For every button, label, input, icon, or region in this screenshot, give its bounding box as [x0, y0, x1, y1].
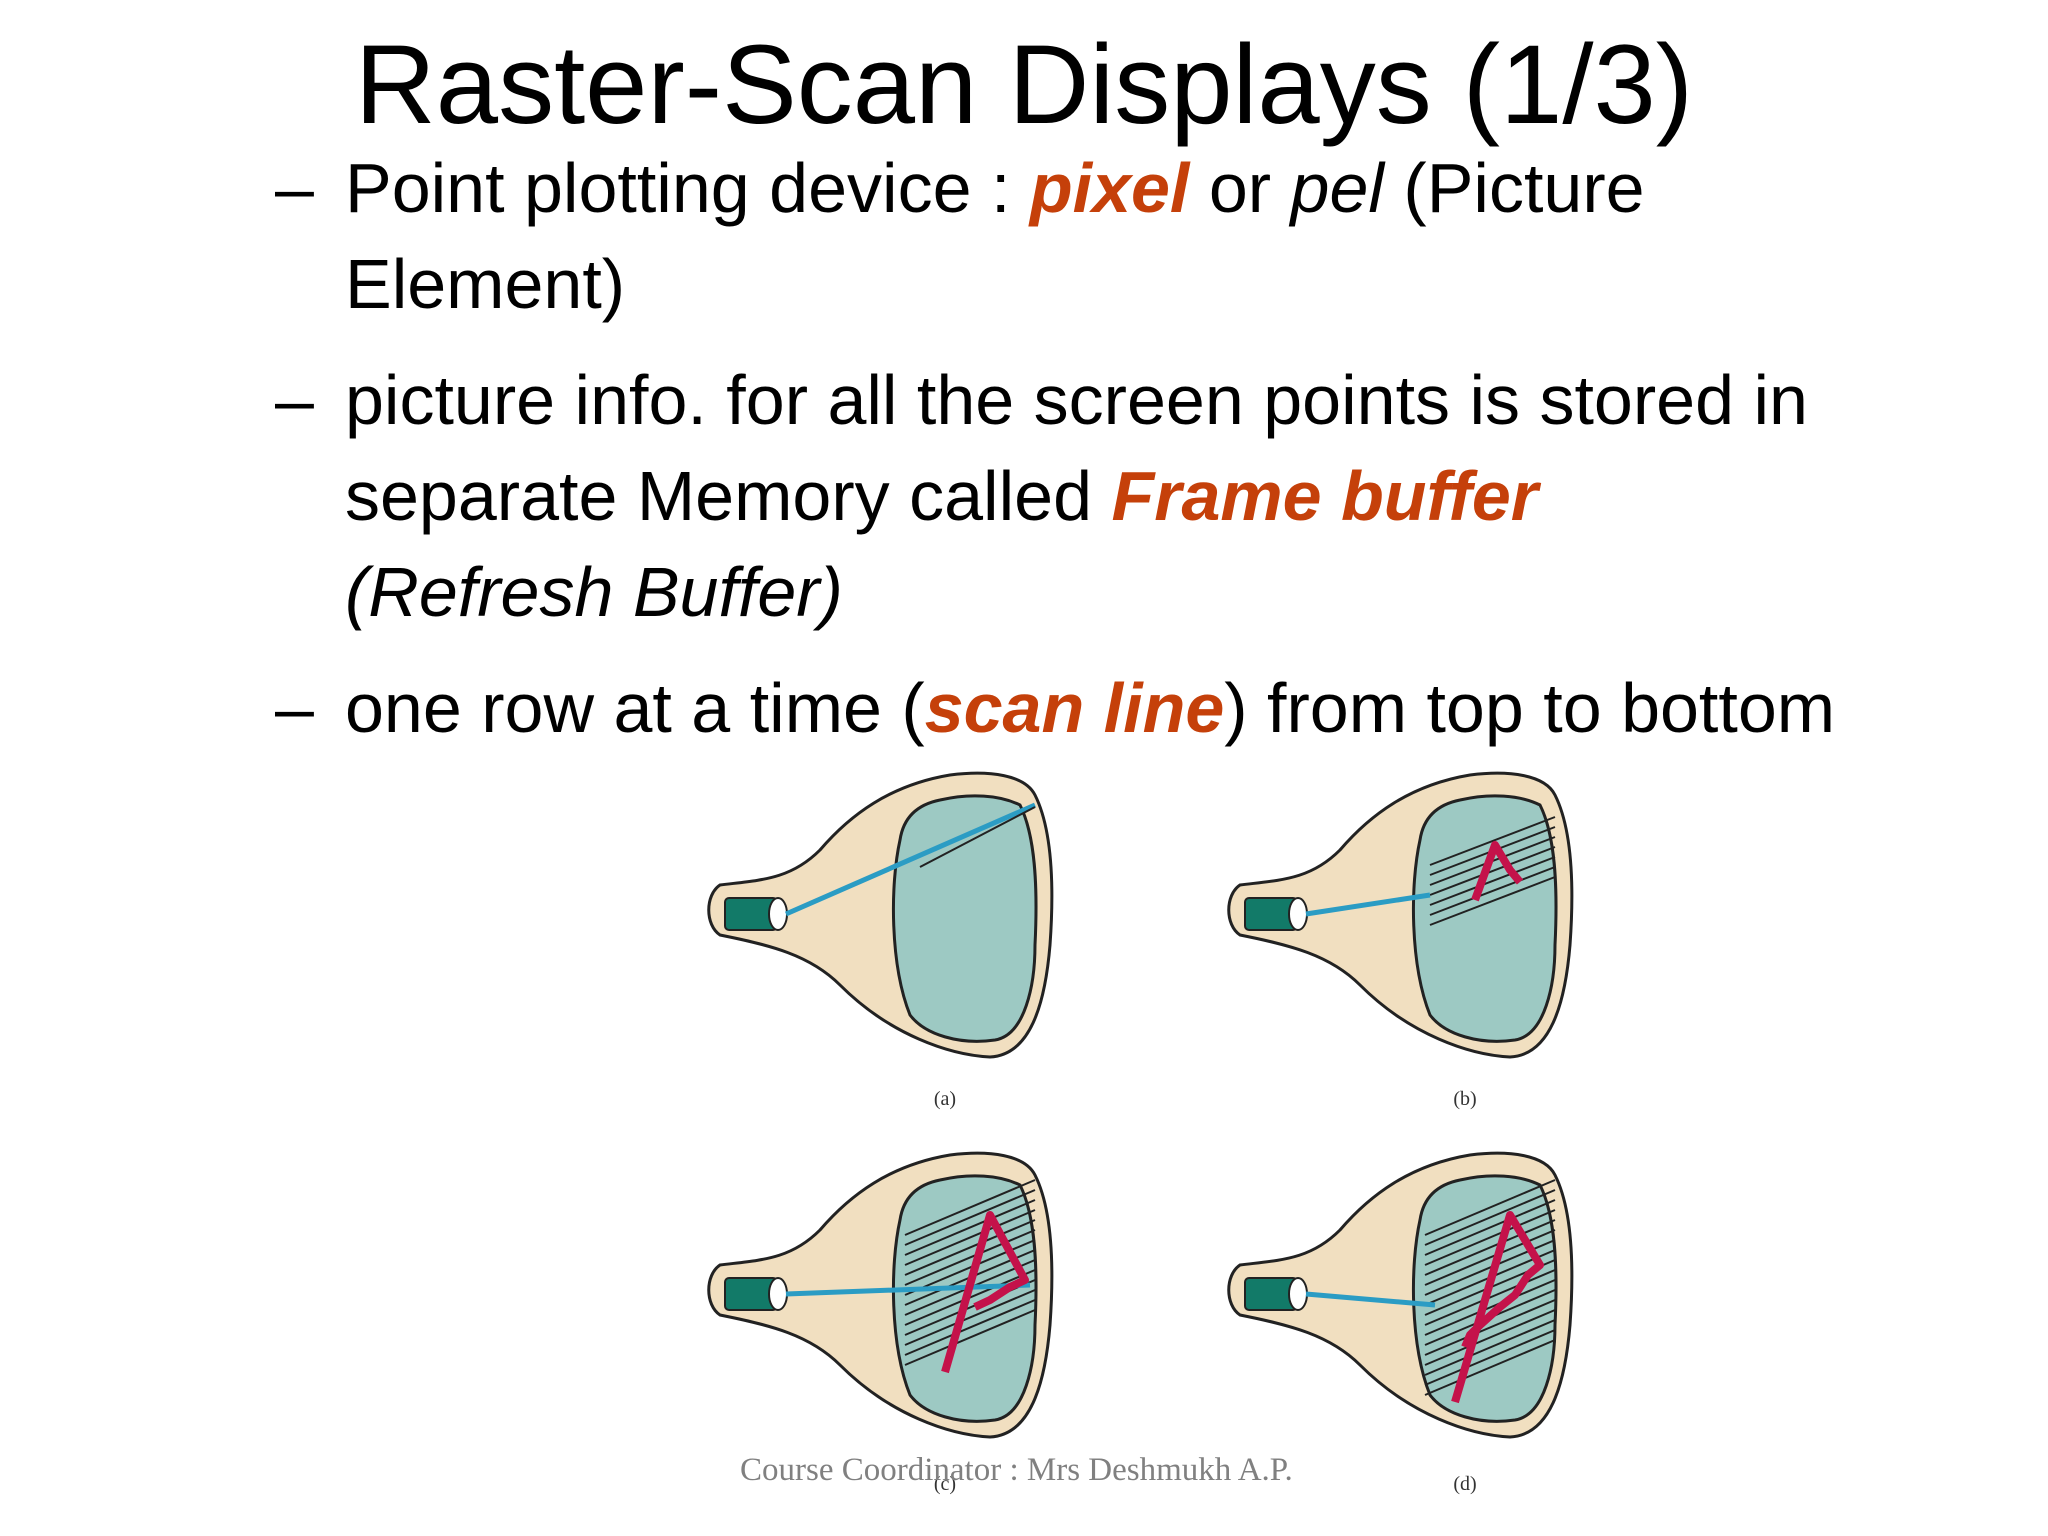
figure-label-a: (a)	[934, 1088, 956, 1110]
figure-label-b: (b)	[1453, 1088, 1476, 1110]
bullet-dash: –	[275, 149, 314, 227]
crt-figure-d: (d)	[1227, 1151, 1574, 1495]
bullet-text: or	[1189, 149, 1291, 227]
bullet-frame-buffer: – picture info. for all the screen point…	[275, 352, 1875, 640]
scan-lines	[1429, 816, 1556, 926]
term-refresh-buffer: (Refresh Buffer)	[345, 553, 843, 631]
highlight-pixel: pixel	[1029, 149, 1190, 227]
bullet-text: Point plotting device :	[345, 149, 1030, 227]
footer-course-coordinator: Course Coordinator : Mrs Deshmukh A.P.	[740, 1452, 1293, 1488]
bullet-text: one row at a time (	[345, 669, 925, 747]
figure-label-c: (c)	[934, 1473, 956, 1495]
bullet-list: – Point plotting device : pixel or pel (…	[275, 140, 1875, 776]
bullet-pixel: – Point plotting device : pixel or pel (…	[275, 140, 1875, 332]
highlight-frame-buffer: Frame buffer	[1111, 457, 1539, 535]
crt-figures: (a) (b)	[690, 745, 1730, 1535]
crt-diagram: (a) (b)	[707, 771, 1574, 1495]
figure-label-d: (d)	[1453, 1473, 1476, 1495]
bullet-text: picture info. for all the screen points …	[345, 361, 1808, 535]
term-pel: pel	[1290, 149, 1384, 227]
slide-title: Raster-Scan Displays (1/3)	[354, 22, 1694, 147]
highlight-scan-line: scan line	[924, 669, 1225, 747]
bullet-dash: –	[275, 669, 314, 747]
crt-figure-c: (c)	[707, 1151, 1054, 1495]
crt-figure-a: (a)	[707, 771, 1054, 1110]
crt-figure-b: (b)	[1227, 771, 1574, 1110]
bullet-text: ) from top to bottom	[1224, 669, 1836, 747]
bullet-dash: –	[275, 361, 314, 439]
bullet-scan-line: – one row at a time (scan line) from top…	[275, 660, 1875, 756]
bullet-text: (Picture Element)	[345, 149, 1645, 323]
